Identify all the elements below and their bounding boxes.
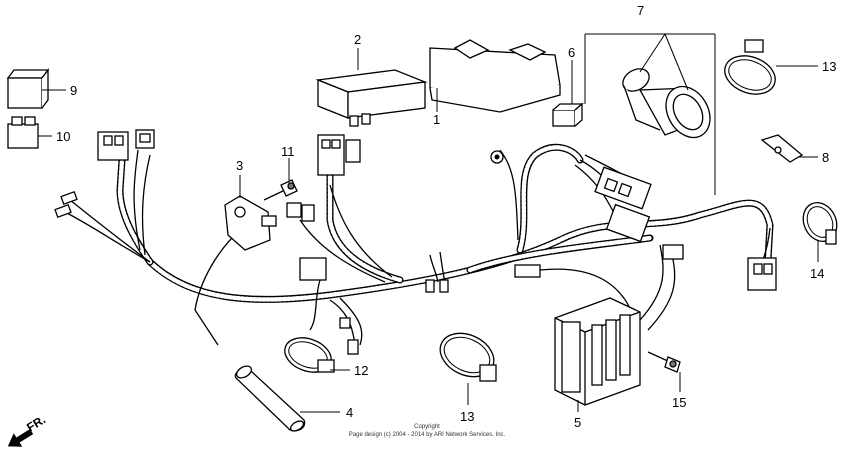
callout-labels: 1 2 3 4 5 6 7 8 9 10 11 12 13 13 14 15 xyxy=(56,3,836,430)
copyright-line-1: Copyright xyxy=(414,424,440,430)
connector-ring-terminal xyxy=(490,150,504,164)
callout-11: 11 xyxy=(281,144,295,159)
part-7-cylinder xyxy=(622,68,711,139)
callout-leaders xyxy=(38,33,819,413)
callout-9: 9 xyxy=(70,83,77,98)
callout-1: 1 xyxy=(433,112,440,127)
part-15-bolt xyxy=(647,351,681,373)
callout-2: 2 xyxy=(354,32,361,47)
part-9-relay xyxy=(6,68,50,109)
part-12-band xyxy=(284,337,335,373)
callout-13-upper: 13 xyxy=(822,59,836,74)
front-arrow-icon xyxy=(7,428,34,447)
part-4-boot xyxy=(234,365,306,432)
connector-left-terminals xyxy=(54,191,78,218)
connector-right-coupler xyxy=(747,257,777,291)
part-3-switch xyxy=(224,195,277,251)
callout-3: 3 xyxy=(236,158,243,173)
callout-10: 10 xyxy=(56,129,70,144)
copyright-line-2: Page design (c) 2004 - 2014 by ARI Netwo… xyxy=(349,432,506,438)
callout-8: 8 xyxy=(822,150,829,165)
callout-6: 6 xyxy=(568,45,575,60)
connector-bundle-right xyxy=(514,166,684,278)
callout-5: 5 xyxy=(574,415,581,430)
part-6-relay xyxy=(552,102,584,127)
front-direction-indicator: FR. xyxy=(7,412,48,447)
part-1-harness-box xyxy=(429,39,561,113)
part-14-band xyxy=(802,202,838,245)
main-harness xyxy=(116,143,774,303)
part-2-cdi-unit xyxy=(315,69,428,127)
part-10-connector-block xyxy=(7,116,39,149)
callout-4: 4 xyxy=(346,405,353,420)
part-8-clip xyxy=(760,134,804,163)
callout-12: 12 xyxy=(354,363,368,378)
part-13-band-upper xyxy=(724,39,776,95)
part-5-regulator xyxy=(554,297,641,406)
part-13-band-lower xyxy=(439,332,497,382)
callout-15: 15 xyxy=(672,395,686,410)
callout-7: 7 xyxy=(637,3,644,18)
callout-13-lower: 13 xyxy=(460,409,474,424)
connector-left-coupler xyxy=(97,129,155,161)
connector-center-coupler xyxy=(286,134,361,281)
callout-14: 14 xyxy=(810,266,824,281)
connector-small-terminals xyxy=(339,279,449,355)
part-11-screw xyxy=(263,179,298,201)
